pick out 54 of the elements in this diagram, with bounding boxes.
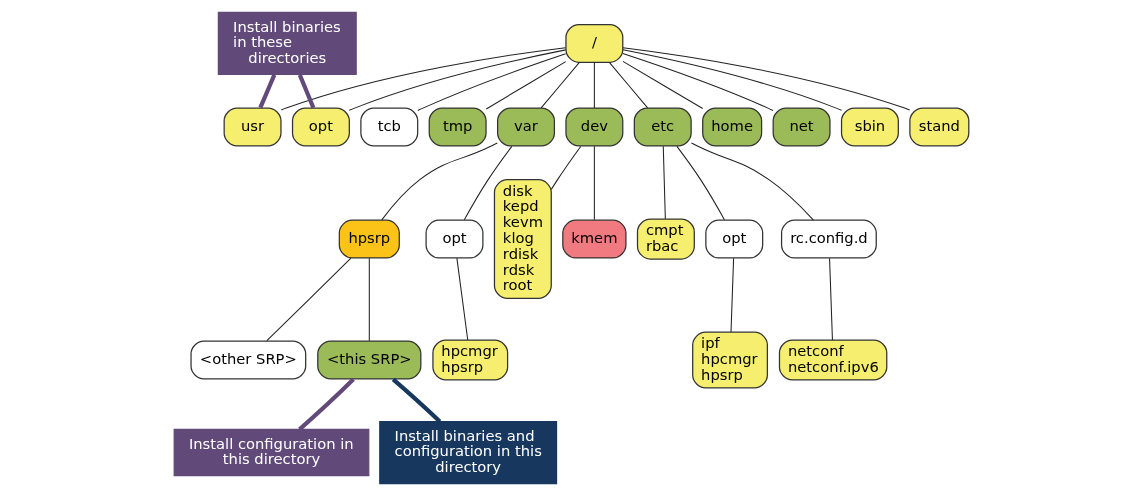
node-box: dev xyxy=(565,107,624,147)
node-box: stand xyxy=(909,107,970,147)
node-box: tmp xyxy=(428,107,487,147)
node-box: net xyxy=(772,107,831,147)
node-box: ipf hpcmgr hpsrp xyxy=(692,331,768,389)
connector xyxy=(829,257,833,341)
connector xyxy=(297,74,316,109)
connector xyxy=(730,257,735,333)
node-box: <this SRP> xyxy=(317,340,422,380)
node-box: disk kepd kevm klog rdisk rdsk root xyxy=(493,179,552,300)
node-box: opt xyxy=(705,219,764,259)
node-box: var xyxy=(497,107,556,147)
connector xyxy=(540,62,580,109)
connector xyxy=(417,53,567,112)
node-box: / xyxy=(565,23,624,63)
connector xyxy=(456,257,469,341)
node-box: Install configuration in this directory xyxy=(173,428,370,477)
node-box: Install binaries and configuration in this directory xyxy=(379,420,558,485)
connector xyxy=(593,62,595,109)
connector xyxy=(381,142,498,221)
connector xyxy=(622,47,911,111)
connector xyxy=(463,145,513,221)
connector xyxy=(593,145,595,221)
connector xyxy=(266,257,352,342)
node-box: Install binaries in these directories xyxy=(217,11,357,76)
node-box: kmem xyxy=(562,219,627,259)
connector xyxy=(348,49,567,111)
connector xyxy=(622,60,704,110)
node-box: sbin xyxy=(840,107,899,147)
connector xyxy=(485,61,567,110)
connector xyxy=(622,49,843,111)
connector xyxy=(609,62,649,109)
node-box: hpsrp xyxy=(338,219,400,259)
connector xyxy=(622,53,774,112)
node-box: opt xyxy=(425,219,484,259)
connector xyxy=(676,145,725,221)
connector xyxy=(298,377,355,431)
connector xyxy=(690,142,814,221)
node-box: usr xyxy=(223,107,282,147)
node-box: netconf netconf.ipv6 xyxy=(778,339,888,381)
connector xyxy=(550,145,582,190)
node-box: <other SRP> xyxy=(190,340,307,380)
connector xyxy=(280,47,567,111)
connector xyxy=(258,74,277,109)
node-box: tcb xyxy=(360,107,419,147)
connector xyxy=(368,257,370,342)
node-box: etc xyxy=(633,107,692,147)
node-box: hpcmgr hpsrp xyxy=(432,339,509,381)
connector xyxy=(662,145,666,220)
node-box: opt xyxy=(291,107,350,147)
connector xyxy=(391,377,442,423)
node-box: rc.config.d xyxy=(780,219,877,259)
node-box: cmpt rbac xyxy=(636,218,695,260)
node-box: home xyxy=(702,107,763,147)
